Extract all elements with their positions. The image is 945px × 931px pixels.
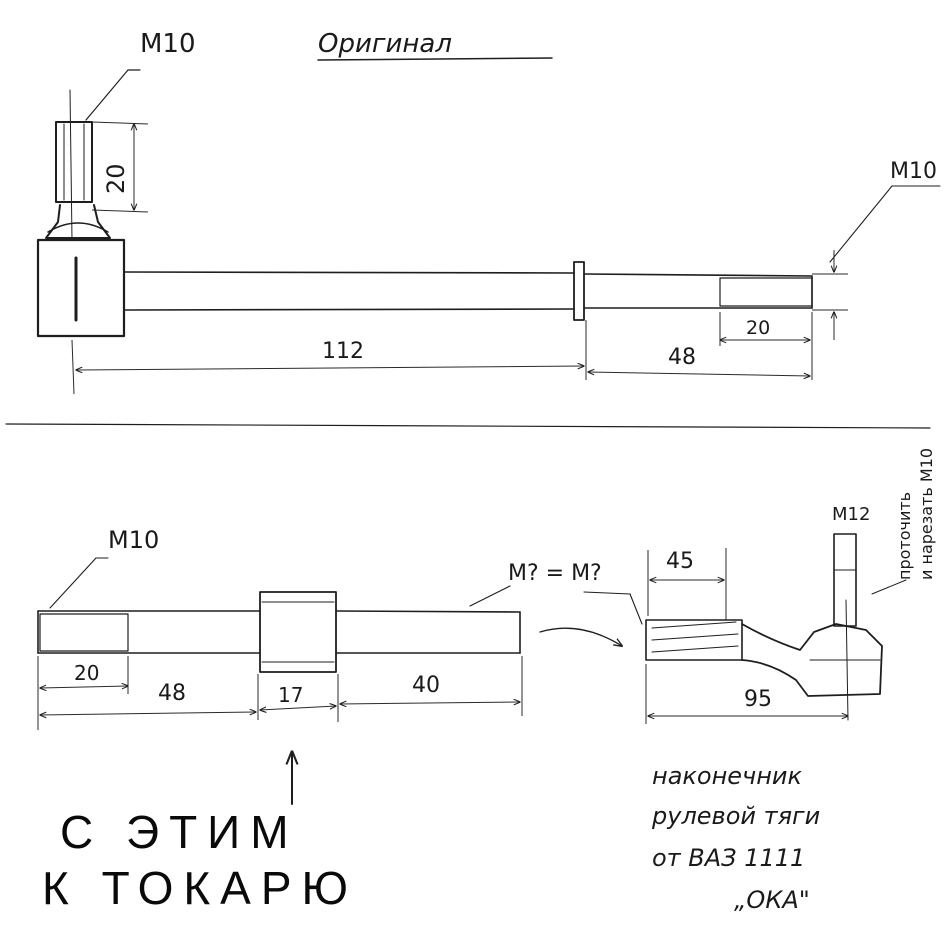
side-note-leader [871,579,907,595]
redesign-thread-dim [40,686,128,688]
thread-question-leader-3 [629,593,643,625]
tip-socket-body [645,619,743,661]
tip-stud-label: M12 [832,504,870,525]
original-drawing: Оригинал M10 20 M10 [36,29,941,395]
redesign-thread-dim-value: 20 [74,661,99,685]
redesign-right-dim [340,702,520,704]
marker-note-line1: С ЭТИМ [60,806,299,858]
rod-bottom-edge [123,308,575,311]
redesign-right-top [335,610,521,613]
redesign-right-dim-value: 40 [412,673,440,698]
redesign-leader-diag [49,557,97,609]
leader-line-top-diag [85,69,129,121]
rod-top-edge [123,271,575,274]
threaded-stud [55,121,93,203]
redesign-collar [259,591,337,673]
tip-note-line4: „ОКА" [734,886,810,914]
section-divider [5,423,931,429]
thread-question-label: M? = M? [508,561,602,586]
side-note-line2: и нарезать М10 [917,448,936,580]
marker-note-line2: К ТОКАРЮ [42,862,358,914]
thread-dim-value: 20 [746,317,770,339]
redesign-left-dim [40,712,256,715]
tip-note-line1: наконечник [652,762,803,790]
thread-question-leader [469,585,511,607]
ball-joint-collar [47,222,109,233]
threaded-end [719,277,813,307]
thread-label-top: M10 [140,29,196,59]
stud-dim-ext-top [91,121,149,125]
tip-note-line2: рулевой тяги [651,802,820,830]
redesign-collar-dim-value: 17 [278,683,303,707]
redesign-threaded-end [39,613,129,652]
tip-arm [741,623,883,697]
socket-depth-value: 45 [666,549,694,574]
right-length-dim-line [588,372,810,376]
main-length-dim-line [76,366,584,370]
redesign-drawing: M10 20 48 17 40 [37,448,936,914]
side-note-line1: проточить [895,492,914,580]
ball-joint-neck [45,204,111,239]
rod-collar [573,261,585,321]
title-underline [317,57,553,61]
thread-label-right: M10 [890,159,937,184]
stud-dim-value: 20 [102,163,130,194]
redesign-collar-dim [260,706,336,710]
leader-line-right-diag [829,185,893,263]
stud-axis [69,89,73,241]
thread-question-leader-2 [583,591,631,595]
tip-note-line3: от ВАЗ 1111 [652,844,805,872]
tip-stud [833,533,857,627]
stud-dim-ext-bottom [91,209,149,213]
main-length-value: 112 [322,339,364,364]
tip-length-value: 95 [744,687,772,712]
tip-socket-hatch [651,621,739,653]
original-title: Оригинал [318,29,452,59]
redesign-left-dim-value: 48 [158,681,186,706]
right-length-value: 48 [668,345,696,370]
right-section-top [583,273,813,277]
ext-line-left [71,339,75,395]
redesign-thread-label: M10 [108,526,159,554]
joint-head [36,238,126,338]
mating-arrow [539,627,622,646]
